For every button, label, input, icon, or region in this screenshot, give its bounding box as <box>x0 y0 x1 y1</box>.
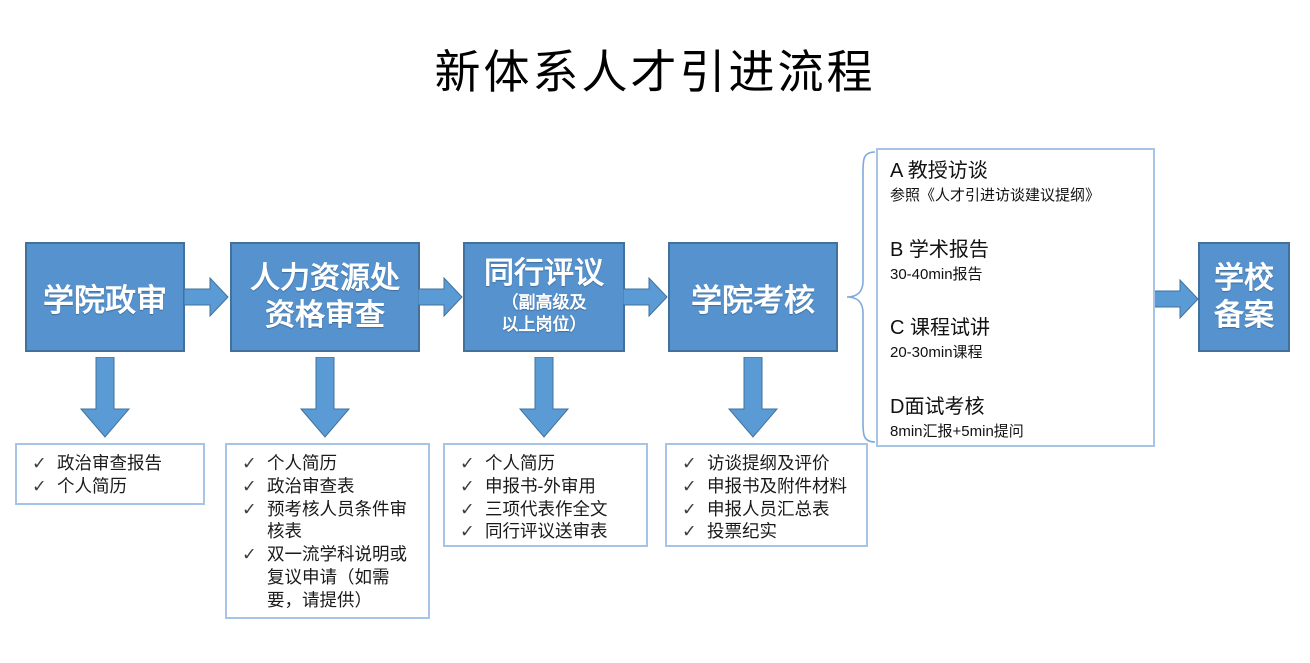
step-school-filing: 学校 备案 <box>1198 242 1290 352</box>
step-label: 同行评议 <box>484 256 604 290</box>
check-icon: ✓ <box>460 453 475 473</box>
step-college-assessment: 学院考核 <box>668 242 838 352</box>
assessment-item-heading: C 课程试讲 <box>890 317 990 339</box>
assessment-item: A 教授访谈 参照《人才引进访谈建议提纲》 <box>890 159 1141 206</box>
checklist-item-label: 申报书及附件材料 <box>707 475 847 496</box>
flow-arrow-right-icon <box>623 276 668 318</box>
assessment-item: C 课程试讲 20-30min课程 <box>890 316 1141 363</box>
check-icon: ✓ <box>242 475 257 496</box>
check-icon: ✓ <box>682 475 697 496</box>
check-icon: ✓ <box>682 521 697 542</box>
step-peer-review: 同行评议 （副高级及 以上岗位） <box>463 242 625 352</box>
step-label: 学院考核 <box>691 282 815 318</box>
checklist-item: ✓ 个人简历 <box>235 452 423 475</box>
assessment-item-detail: 8min汇报+5min提问 <box>890 422 1024 440</box>
assessment-item: D面试考核 8min汇报+5min提问 <box>890 395 1141 442</box>
check-icon: ✓ <box>682 453 697 473</box>
assessment-item-detail: 20-30min课程 <box>890 344 983 361</box>
assessment-item-detail: 30-40min报告 <box>890 265 983 283</box>
checklist-qualification-review: ✓ 个人简历 ✓ 政治审查表 ✓ 预考核人员条件审核表 ✓ 双一流学科说明或复议… <box>225 443 430 619</box>
check-icon: ✓ <box>460 475 475 496</box>
flow-arrow-right-icon <box>418 276 463 318</box>
checklist-item-label: 申报书-外审用 <box>485 475 596 496</box>
checklist-item: ✓ 双一流学科说明或复议申请（如需要，请提供） <box>235 543 423 611</box>
flow-arrow-right-icon <box>184 276 229 318</box>
checklist-item-label: 三项代表作全文 <box>485 498 608 519</box>
step-label: 人力资源处 资格审查 <box>250 261 400 333</box>
checklist-item-label: 个人简历 <box>485 453 555 473</box>
check-icon: ✓ <box>242 453 257 473</box>
checklist-item: ✓ 预考核人员条件审核表 <box>235 498 423 544</box>
checklist-item: ✓ 申报书-外审用 <box>453 475 641 498</box>
assessment-item-heading: D面试考核 <box>890 395 985 418</box>
diagram-title: 新体系人才引进流程 <box>434 46 876 98</box>
check-icon: ✓ <box>242 498 257 519</box>
checklist-item: ✓ 三项代表作全文 <box>453 498 641 521</box>
checklist-item-label: 预考核人员条件审核表 <box>267 498 407 542</box>
flow-arrow-down-icon <box>299 357 351 438</box>
checklist-item: ✓ 访谈提纲及评价 <box>675 452 861 475</box>
check-icon: ✓ <box>460 521 475 542</box>
checklist-political-review: ✓ 政治审查报告 ✓ 个人简历 <box>15 443 205 505</box>
checklist-item: ✓ 申报书及附件材料 <box>675 475 861 498</box>
step-label: 学校 备案 <box>1214 261 1274 333</box>
checklist-item-label: 政治审查表 <box>267 475 355 496</box>
checklist-item-label: 双一流学科说明或复议申请（如需要，请提供） <box>267 544 407 610</box>
checklist-item-label: 访谈提纲及评价 <box>707 453 830 473</box>
checklist-item: ✓ 政治审查报告 <box>25 452 198 475</box>
step-hr-qualification-review: 人力资源处 资格审查 <box>230 242 420 352</box>
check-icon: ✓ <box>32 453 47 473</box>
checklist-item: ✓ 投票纪实 <box>675 520 861 543</box>
checklist-item: ✓ 同行评议送审表 <box>453 520 641 543</box>
flow-arrow-right-icon <box>1154 278 1199 320</box>
flow-arrow-down-icon <box>518 357 570 438</box>
assessment-item: B 学术报告 30-40min报告 <box>890 238 1141 285</box>
step-label: 学院政审 <box>43 282 167 318</box>
check-icon: ✓ <box>32 475 47 496</box>
assessment-item-heading: B 学术报告 <box>890 238 989 261</box>
check-icon: ✓ <box>460 498 475 519</box>
assessment-detail-panel: A 教授访谈 参照《人才引进访谈建议提纲》 B 学术报告 30-40min报告 … <box>876 148 1155 447</box>
checklist-item-label: 政治审查报告 <box>57 453 162 473</box>
checklist-item-label: 同行评议送审表 <box>485 521 608 542</box>
checklist-item: ✓ 政治审查表 <box>235 475 423 498</box>
checklist-peer-review: ✓ 个人简历 ✓ 申报书-外审用 ✓ 三项代表作全文 ✓ 同行评议送审表 <box>443 443 648 547</box>
left-brace-icon <box>846 151 876 443</box>
check-icon: ✓ <box>242 544 257 564</box>
checklist-item: ✓ 申报人员汇总表 <box>675 498 861 521</box>
flow-arrow-down-icon <box>79 357 131 438</box>
assessment-item-heading: A 教授访谈 <box>890 160 988 182</box>
checklist-college-assessment: ✓ 访谈提纲及评价 ✓ 申报书及附件材料 ✓ 申报人员汇总表 ✓ 投票纪实 <box>665 443 868 547</box>
checklist-item-label: 申报人员汇总表 <box>707 498 830 519</box>
check-icon: ✓ <box>682 498 697 519</box>
checklist-item-label: 个人简历 <box>57 475 127 496</box>
checklist-item: ✓ 个人简历 <box>453 452 641 475</box>
step-college-political-review: 学院政审 <box>25 242 185 352</box>
step-sublabel: （副高级及 以上岗位） <box>501 293 587 335</box>
flow-arrow-down-icon <box>727 357 779 438</box>
assessment-item-detail: 参照《人才引进访谈建议提纲》 <box>890 187 1101 204</box>
checklist-item-label: 个人简历 <box>267 453 337 473</box>
checklist-item: ✓ 个人简历 <box>25 475 198 498</box>
checklist-item-label: 投票纪实 <box>707 521 777 542</box>
